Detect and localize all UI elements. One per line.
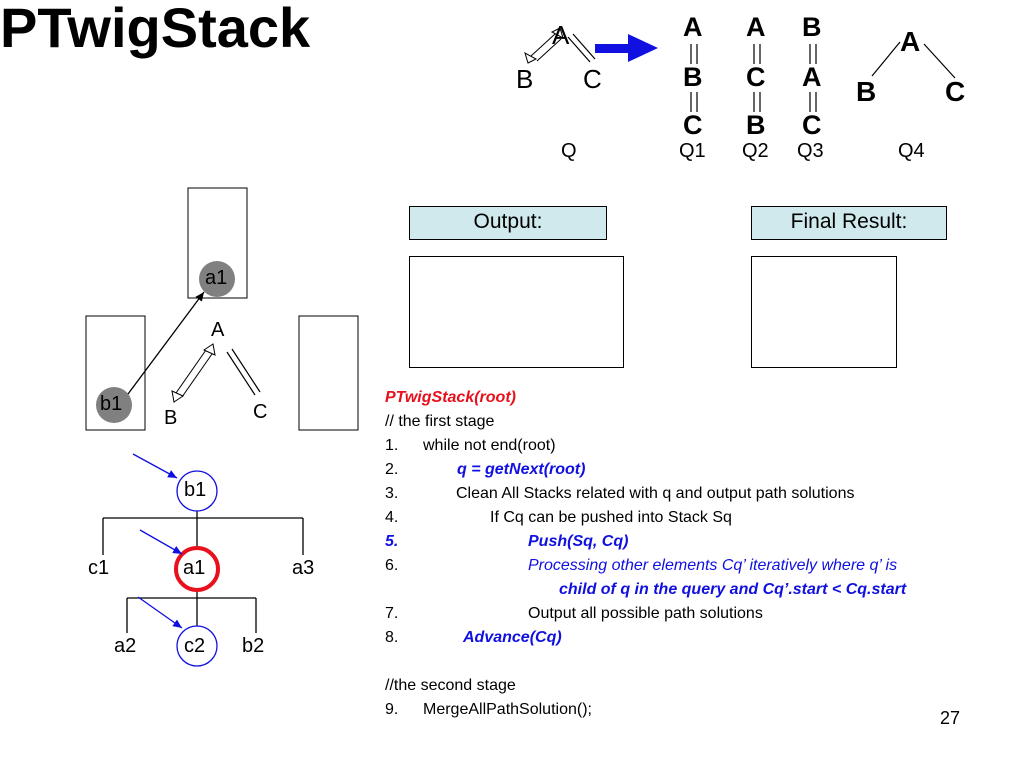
- doc-tree-edges: [102, 508, 304, 633]
- q1-label: Q1: [679, 140, 706, 162]
- cursor-arrow-b1: [132, 453, 178, 479]
- tree-node-c2-circle: [176, 625, 218, 667]
- q3-node-2: A: [802, 62, 822, 92]
- q2-node-3: B: [746, 110, 766, 140]
- algorithm-comment-first-stage: // the first stage: [385, 413, 495, 430]
- tree-node-b1: b1: [184, 479, 207, 501]
- transform-arrow: [595, 34, 658, 62]
- output-label: Output:: [409, 206, 607, 240]
- stack-item-b1: [96, 387, 132, 423]
- algorithm-line-4: 4.If Cq can be pushed into Stack Sq: [385, 509, 732, 526]
- final-result-label: Final Result:: [751, 206, 947, 240]
- algorithm-line-6: 6.Processing other elements Cq’ iterativ…: [385, 557, 898, 574]
- algorithm-line-1: 1.while not end(root): [385, 437, 556, 454]
- q-edge-ac: [567, 33, 596, 63]
- q3-node-3: C: [802, 110, 822, 140]
- q2-node-2: C: [746, 62, 766, 92]
- q-node-c: C: [583, 64, 602, 94]
- page-number: 27: [940, 708, 961, 728]
- q4-label: Q4: [898, 140, 925, 162]
- q4-node-b: B: [856, 76, 877, 107]
- q-node-a: A: [552, 20, 570, 50]
- tree-node-a2: a2: [114, 635, 137, 657]
- q4-node-a: A: [900, 26, 921, 57]
- stack-item-a1-label: a1: [205, 267, 228, 289]
- algorithm-line-2: 2.q = getNext(root): [385, 461, 586, 478]
- mini-edge-ab: [171, 343, 216, 403]
- q-label: Q: [561, 140, 577, 162]
- mini-node-b: B: [164, 407, 178, 429]
- tree-node-c2: c2: [184, 635, 206, 657]
- q4-node-c: C: [945, 76, 966, 107]
- algorithm-line-3: 3.Clean All Stacks related with q and ou…: [385, 485, 855, 502]
- tree-node-b1-circle: [176, 470, 218, 512]
- algorithm-line-9: 9.MergeAllPathSolution();: [385, 701, 592, 718]
- q4-edges: [871, 41, 956, 79]
- q1-node-2: B: [683, 62, 703, 92]
- mini-edge-ac: [226, 348, 261, 396]
- algorithm-comment-second-stage: //the second stage: [385, 677, 516, 694]
- tree-node-b2: b2: [242, 635, 265, 657]
- q3-edges: [809, 44, 817, 112]
- q2-edges: [753, 44, 761, 112]
- q2-label: Q2: [742, 140, 769, 162]
- cursor-arrow-c2: [137, 596, 183, 629]
- final-result-box: [751, 256, 897, 368]
- stack-pointer-arrow: [127, 291, 205, 395]
- output-box: [409, 256, 624, 368]
- q-edge-ab: [524, 27, 564, 64]
- slide-title: PTwigStack: [0, 0, 311, 59]
- algorithm-line-8: 8.Advance(Cq): [385, 629, 562, 646]
- q1-node-3: C: [683, 110, 703, 140]
- tree-node-a3: a3: [292, 557, 315, 579]
- tree-node-a1-circle: [174, 546, 220, 592]
- tree-node-c1: c1: [88, 557, 110, 579]
- mini-node-c: C: [253, 401, 268, 423]
- algorithm-header: PTwigStack(root): [385, 389, 516, 406]
- q2-node-1: A: [746, 12, 766, 42]
- algorithm-block: PTwigStack(root) // the first stage 1.wh…: [385, 386, 1005, 722]
- q-node-b: B: [516, 64, 534, 94]
- stack-item-a1: [199, 261, 235, 297]
- algorithm-line-7: 7.Output all possible path solutions: [385, 605, 763, 622]
- cursor-arrow-a1: [139, 529, 183, 555]
- q1-node-1: A: [683, 12, 703, 42]
- stack-item-b1-label: b1: [100, 393, 123, 415]
- q3-label: Q3: [797, 140, 824, 162]
- tree-node-a1: a1: [183, 557, 206, 579]
- algorithm-line-5: 5.Push(Sq, Cq): [385, 533, 629, 550]
- stack-c: [298, 315, 359, 431]
- q3-node-1: B: [802, 12, 822, 42]
- q1-edges: [690, 44, 698, 112]
- mini-node-a: A: [211, 319, 225, 341]
- algorithm-line-6-cont: child of q in the query and Cq’.start < …: [559, 581, 907, 598]
